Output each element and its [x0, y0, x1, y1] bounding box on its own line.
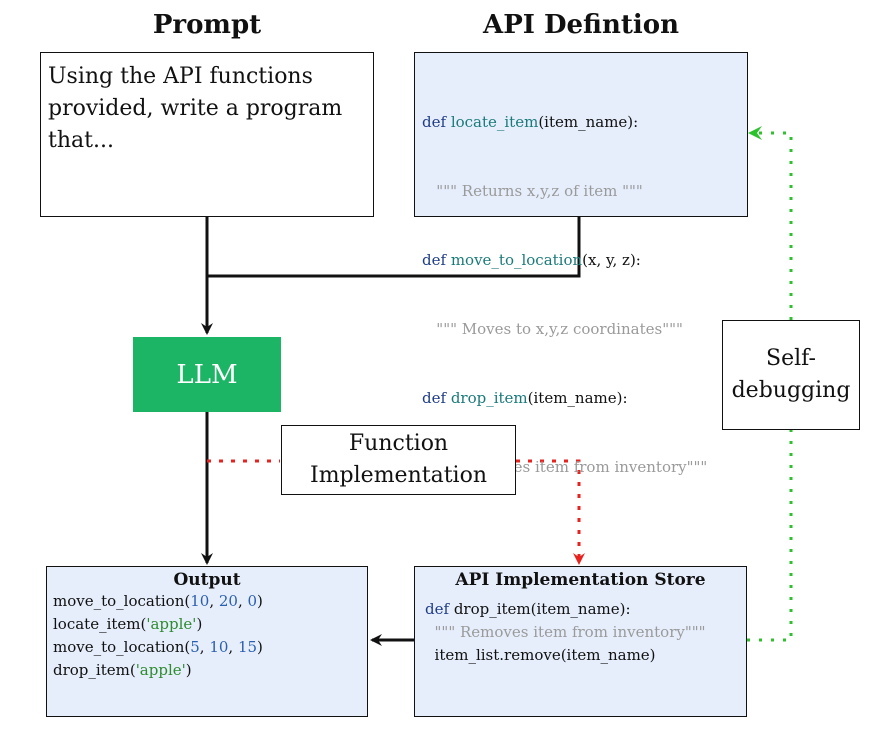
function-impl-line-2: Implementation [310, 463, 487, 488]
store-docstring: """ Removes item from inventory""" [425, 623, 706, 641]
def-keyword: def [425, 600, 454, 618]
api-def-1: def locate_item(item_name): [422, 111, 740, 134]
function-name: drop_item [450, 389, 528, 407]
function-impl-dash-right [516, 459, 585, 565]
prompt-heading: Prompt [152, 10, 262, 40]
llm-block: LLM [133, 337, 281, 412]
prompt-line-2: provided, write a program [48, 96, 343, 121]
store-function-signature: drop_item(item_name): [453, 600, 631, 618]
output-line-4: drop_item('apple') [53, 661, 192, 679]
api-def-2: def move_to_location(x, y, z): [422, 249, 740, 272]
output-title: Output [173, 570, 241, 590]
api-definition-box: def locate_item(item_name): """ Returns … [414, 52, 748, 476]
store-title: API Implementation Store [455, 570, 706, 590]
api-def-3: def drop_item(item_name): [422, 387, 740, 410]
def-keyword: def [422, 113, 451, 131]
function-args: (x, y, z): [582, 251, 641, 269]
store-def-line: def drop_item(item_name): [425, 598, 736, 621]
self-debugging-label: Self- debugging [722, 320, 860, 430]
function-name: locate_item [450, 113, 539, 131]
function-implementation-label: Function Implementation [281, 425, 516, 495]
api-doc-1: """ Returns x,y,z of item """ [422, 182, 643, 200]
function-args: (item_name): [538, 113, 639, 131]
api-definition-heading: API Defintion [483, 10, 679, 40]
api-implementation-store-box: API Implementation Store def drop_item(i… [414, 566, 747, 717]
output-box: Output move_to_location(10, 20, 0) locat… [46, 566, 368, 717]
self-debugging-line-2: debugging [731, 378, 851, 403]
self-debug-dash-lower [747, 430, 793, 642]
function-args: (item_name): [527, 389, 628, 407]
output-line-2: locate_item('apple') [53, 615, 203, 633]
def-keyword: def [422, 251, 451, 269]
function-name: move_to_location [450, 251, 583, 269]
prompt-line-3: that... [48, 128, 114, 153]
output-line-1: move_to_location(10, 20, 0) [53, 592, 263, 610]
self-debug-dash-upper [748, 126, 793, 320]
api-connector [207, 216, 581, 278]
store-body: item_list.remove(item_name) [425, 646, 656, 664]
function-impl-line-1: Function [348, 431, 449, 456]
self-debugging-line-1: Self- [766, 346, 816, 371]
api-doc-2: """ Moves to x,y,z coordinates""" [422, 320, 683, 338]
prompt-line-1: Using the API functions [48, 64, 313, 89]
prompt-box: Using the API functions provided, write … [40, 52, 374, 217]
output-line-3: move_to_location(5, 10, 15) [53, 638, 263, 656]
def-keyword: def [422, 389, 451, 407]
